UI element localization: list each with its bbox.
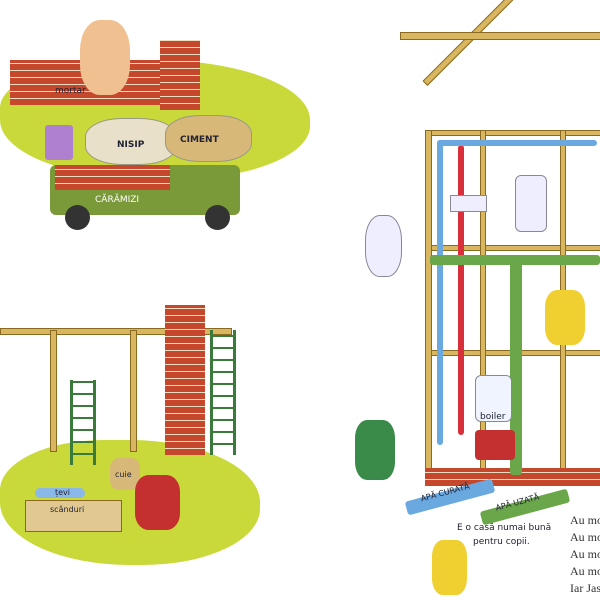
cement-label: CIMENT [180,135,219,145]
ladder [210,330,236,455]
bricks-label: CĂRĂMIZI [95,195,140,205]
verse-line: Iar Jaso [570,581,600,595]
cat-with-hammer [432,540,467,595]
truck-wheel [65,205,90,230]
foundation [425,468,600,486]
caption-line-2: pentru copii. [473,537,530,547]
frame-post [50,330,57,452]
cat-plumber [545,290,585,345]
roof-left [422,0,521,86]
frame-post [130,330,137,452]
truck-wheel [205,205,230,230]
floor [425,130,600,136]
house-post [425,130,432,472]
brick-column [160,40,200,110]
furnace [475,430,515,460]
boiler-tank [475,375,512,422]
mortar-label: mortar [55,86,86,96]
pipe-stack [35,488,85,498]
bathtub [365,215,402,277]
verse-line: Au mon [570,513,600,527]
waste-water-main [479,488,571,526]
hot-pipe [458,145,464,435]
verse-line: Au mon [570,530,600,544]
pig-bricklayer [80,20,130,95]
sand-sack [85,118,177,165]
board-stack [25,500,122,532]
sink [450,195,487,212]
drain-pipe [510,255,522,475]
raccoon-digger [355,420,395,480]
sand-label: NISIP [117,140,145,150]
cement-sack [165,115,252,162]
boiler-label: boiler [480,412,506,422]
verse-line: Au mon [570,564,600,578]
floor [425,245,600,251]
ladder [70,380,96,465]
crane-beam [400,32,600,40]
caption-line-1: E o casă numai bună [457,523,552,533]
cold-pipe [437,140,443,445]
paint-bucket [45,125,73,160]
chimney [165,305,205,455]
nails-label: cuie [115,470,132,479]
toilet [515,175,547,232]
cold-pipe [437,140,597,146]
boards-label: scânduri [50,505,85,514]
bear-carpenter [135,475,180,530]
verse-line: Au mon [570,547,600,561]
truck-bricks [55,165,170,190]
pipes-label: țevi [55,488,71,497]
